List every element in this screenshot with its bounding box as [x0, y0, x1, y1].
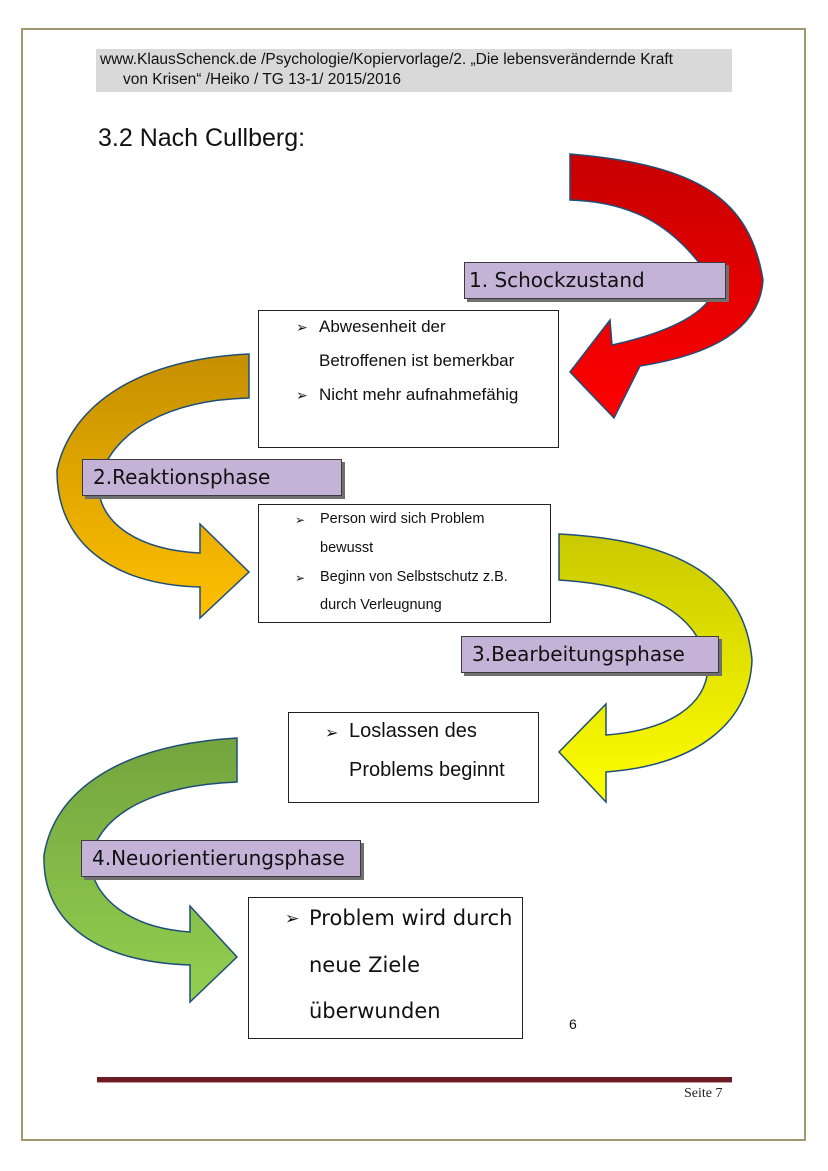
bullet-text: durch Verleugnung: [320, 597, 442, 613]
footer-page-label: Seite 7: [684, 1086, 723, 1101]
bullet-arrow-icon: ➢: [295, 513, 306, 527]
bullet-arrow-icon: ➢: [296, 387, 308, 403]
phase-label-bearbeitungsphase: 3.Bearbeitungsphase: [461, 636, 719, 673]
bullet-arrow-icon: ➢: [295, 571, 306, 585]
bullet-text: Nicht mehr aufnahmefähig: [319, 385, 519, 404]
page-border: [21, 28, 806, 1141]
bullet-text: Beginn von Selbstschutz z.B.: [320, 569, 508, 585]
text-box-neuorientierungsphase: ➢ Problem wird durch neue Ziele überwund…: [248, 897, 523, 1039]
arrow-bearbeitungsphase: [557, 533, 753, 804]
bullet-text: Betroffenen ist bemerkbar: [319, 351, 515, 370]
phase-label-neuorientierungsphase: 4.Neuorientierungsphase: [81, 840, 361, 877]
bullet-text: Abwesenheit der: [319, 317, 446, 336]
arrow-shockzustand: [569, 153, 764, 420]
arrow-neuorientierungsphase: [43, 737, 239, 1004]
bullet-text: Problems beginnt: [349, 759, 505, 781]
inner-page-number: 6: [569, 1016, 577, 1032]
header-line-1: www.KlausSchenck.de /Psychologie/Kopierv…: [100, 51, 673, 68]
footer-divider: [97, 1077, 732, 1083]
bullet-text: Loslassen des: [349, 720, 477, 742]
bullet-text: überwunden: [309, 999, 441, 1023]
section-title: 3.2 Nach Cullberg:: [98, 124, 306, 152]
text-box-schockzustand: ➢ Abwesenheit der Betroffenen ist bemerk…: [258, 310, 559, 448]
bullet-arrow-icon: ➢: [325, 725, 339, 742]
phase-label-schockzustand: 1. Schockzustand: [464, 262, 726, 299]
bullet-text: bewusst: [320, 540, 374, 556]
text-box-reaktionsphase: ➢ Person wird sich Problem bewusst ➢ Beg…: [258, 504, 551, 623]
bullet-arrow-icon: ➢: [285, 909, 300, 929]
phase-label-reaktionsphase: 2.Reaktionsphase: [82, 459, 342, 496]
bullet-text: Person wird sich Problem: [320, 511, 485, 527]
text-box-bearbeitungsphase: ➢ Loslassen des Problems beginnt: [288, 712, 539, 803]
arrow-reaktionsphase: [56, 353, 251, 620]
document-header: www.KlausSchenck.de /Psychologie/Kopierv…: [96, 49, 732, 92]
header-line-2: von Krisen“ /Heiko / TG 13-1/ 2015/2016: [123, 71, 402, 88]
bullet-arrow-icon: ➢: [296, 319, 308, 335]
bullet-text: neue Ziele: [309, 953, 421, 977]
bullet-text: Problem wird durch: [309, 906, 513, 930]
